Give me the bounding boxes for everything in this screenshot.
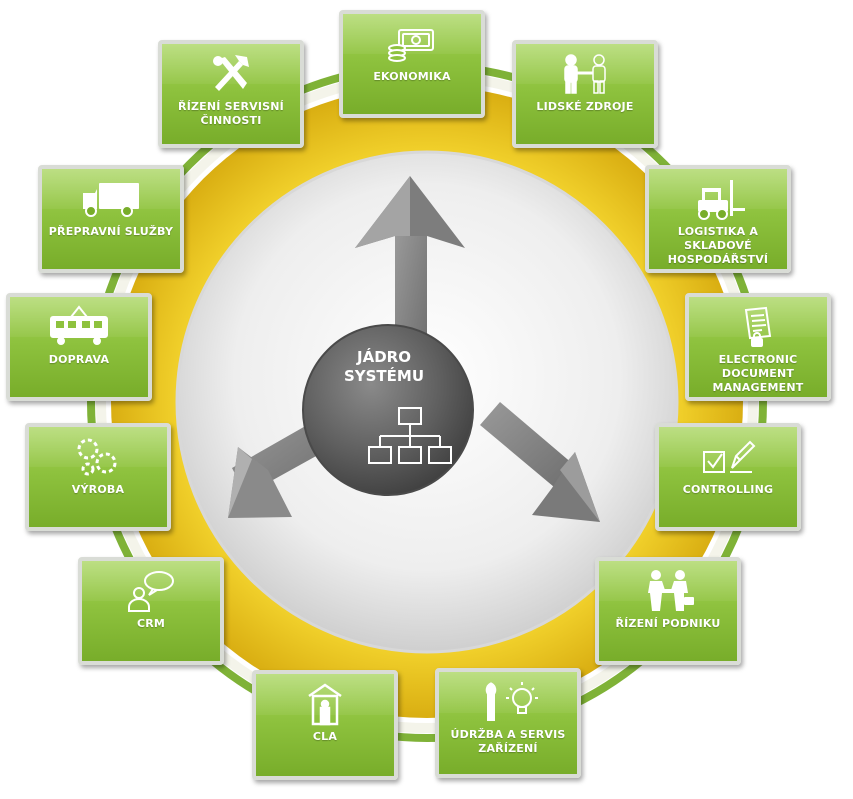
tools-icon [209,54,253,94]
module-label-prepravni-sluzby: PŘEPRAVNÍ SLUŽBY [48,225,174,238]
customs-booth-icon [305,683,345,726]
gears-icon [70,437,126,477]
module-label-lidske-zdroje: LIDSKÉ ZDROJE [536,100,634,113]
module-label-doprava: DOPRAVA [48,353,110,366]
module-tile-crm[interactable]: CRM [78,557,224,665]
module-label-vyroba: VÝROBA [71,483,125,496]
module-label-controlling: CONTROLLING [682,483,774,496]
arrow-right [480,402,600,522]
module-tile-prepravni-sluzby[interactable]: PŘEPRAVNÍ SLUŽBY [38,165,184,273]
module-tile-vyroba[interactable]: VÝROBA [25,423,171,531]
tram-icon [47,305,111,347]
module-tile-controlling[interactable]: CONTROLLING [655,423,801,531]
business-handshake-icon [640,570,696,611]
document-icon [738,306,778,347]
checkbox-pen-icon [700,437,756,477]
module-tile-ekonomika[interactable]: EKONOMIKA [339,10,485,118]
forklift-icon [690,179,746,220]
money-icon [387,24,437,64]
module-tile-cla[interactable]: CLA [252,670,398,780]
chat-person-icon [123,571,179,612]
core-label: JÁDRO SYSTÉMU [320,348,448,386]
wrench-bulb-icon [476,682,540,722]
module-tile-rizeni-podniku[interactable]: ŘÍZENÍ PODNIKU [595,557,741,665]
truck-icon [81,179,141,219]
core-circle [302,324,474,496]
handshake-people-icon [557,54,613,94]
module-tile-lidske-zdroje[interactable]: LIDSKÉ ZDROJE [512,40,658,148]
module-label-cla: CLA [312,730,338,743]
module-label-rizeni-podniku: ŘÍZENÍ PODNIKU [615,617,721,630]
org-chart-icon [368,407,452,464]
module-tile-doprava[interactable]: DOPRAVA [6,293,152,401]
module-label-ekonomika: EKONOMIKA [373,70,451,83]
module-label-crm: CRM [136,617,166,630]
core-label-line1: JÁDRO [357,348,411,366]
core-label-line2: SYSTÉMU [343,367,425,385]
